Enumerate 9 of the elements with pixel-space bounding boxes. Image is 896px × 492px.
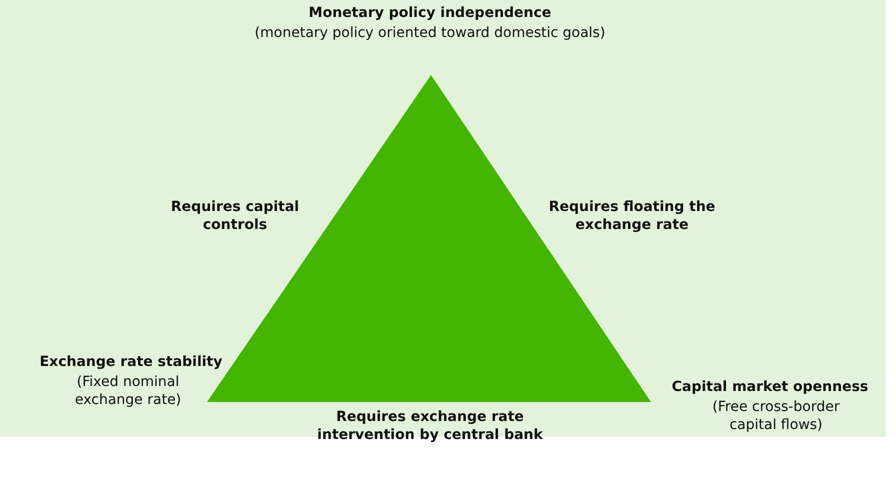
corner-description: (monetary policy oriented toward domestic goals) [254,24,606,42]
corner-heading: Monetary policy independence [308,4,552,22]
side-label: Requires floating the exchange rate [548,198,716,234]
corner-heading: Capital market openness [670,378,870,396]
corner-heading: Exchange rate stability [38,353,224,371]
side-label: Requires exchange rate intervention by central bank [316,408,544,444]
corner-description: (Fixed nominal exchange rate) [74,373,182,409]
corner-description: (Free cross-border capital flows) [711,398,841,434]
side-label: Requires capital controls [170,198,300,234]
